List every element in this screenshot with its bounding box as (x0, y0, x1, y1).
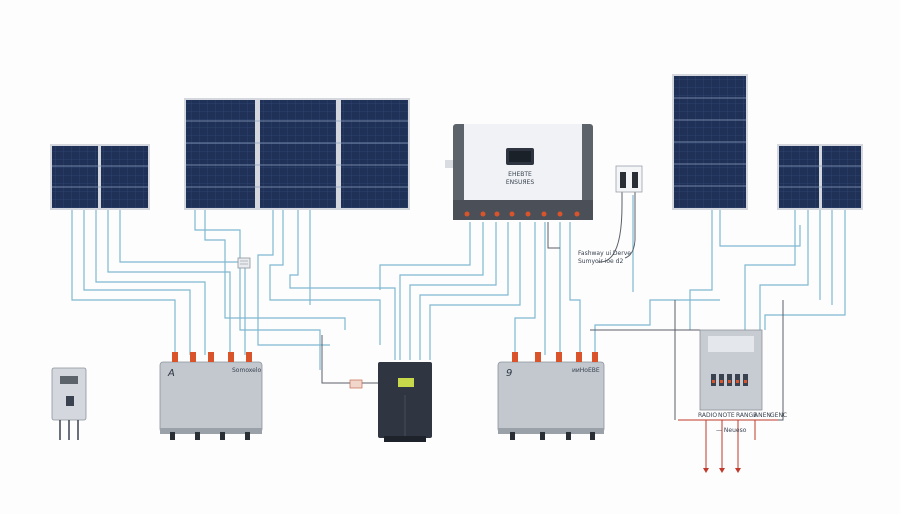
breaker-label-3: RANGE (736, 412, 757, 419)
junction-connector (237, 257, 251, 269)
combiner-left-mark: A (167, 368, 175, 379)
annotation-line-2: Sumyoir ioe d2 (578, 258, 623, 265)
inverter: ЕНЕВТЕ ENSUЯES (445, 124, 593, 220)
combiner-right-mark: 9 (506, 368, 512, 379)
center-connector (349, 379, 363, 389)
combiner-left-terminals (172, 352, 252, 362)
combiner-right-tag: ииНоЕВЕ (572, 367, 600, 374)
combiner-right-terminals (512, 352, 598, 362)
breaker-label-2: NOTE (718, 412, 735, 419)
breaker-label-5: GENC (770, 412, 787, 419)
breaker-label-4: ANEN (754, 412, 771, 419)
dc-wiring (71, 195, 846, 370)
inverter-label-2: ENSUЯES (506, 179, 534, 186)
combiner-box-right: 9 ииНоЕВЕ (497, 352, 605, 440)
breaker-label-1: RADIO (698, 412, 717, 419)
breaker-panel: RADIO NOTE RANGE ANEN GENC — Neueso (698, 329, 787, 434)
annotation-line-1: Fashway ui Derve (578, 250, 631, 257)
solar-panel-left-array (50, 144, 150, 210)
inverter-label-1: ЕНЕВТЕ (508, 171, 532, 178)
electric-meter (51, 367, 87, 440)
combiner-left-tag: Somoxelo (232, 367, 262, 374)
annotation: Fashway ui Derve Sumyoir ioe d2 (578, 250, 631, 265)
inverter-terminals (464, 211, 580, 217)
charge-controller (378, 362, 432, 442)
solar-panel-right-array (777, 144, 863, 210)
arrow-heads (703, 468, 741, 473)
solar-panel-center-array (184, 98, 410, 210)
solar-panel-right-tall (672, 74, 748, 210)
ac-disconnect-switch (615, 165, 643, 193)
charge-indicator-icon (398, 378, 414, 387)
combiner-box-left: A Somoxelo (159, 352, 263, 440)
ac-wiring (321, 190, 784, 421)
ac-output-wires (678, 419, 778, 468)
breaker-footnote: — Neueso (716, 427, 747, 434)
